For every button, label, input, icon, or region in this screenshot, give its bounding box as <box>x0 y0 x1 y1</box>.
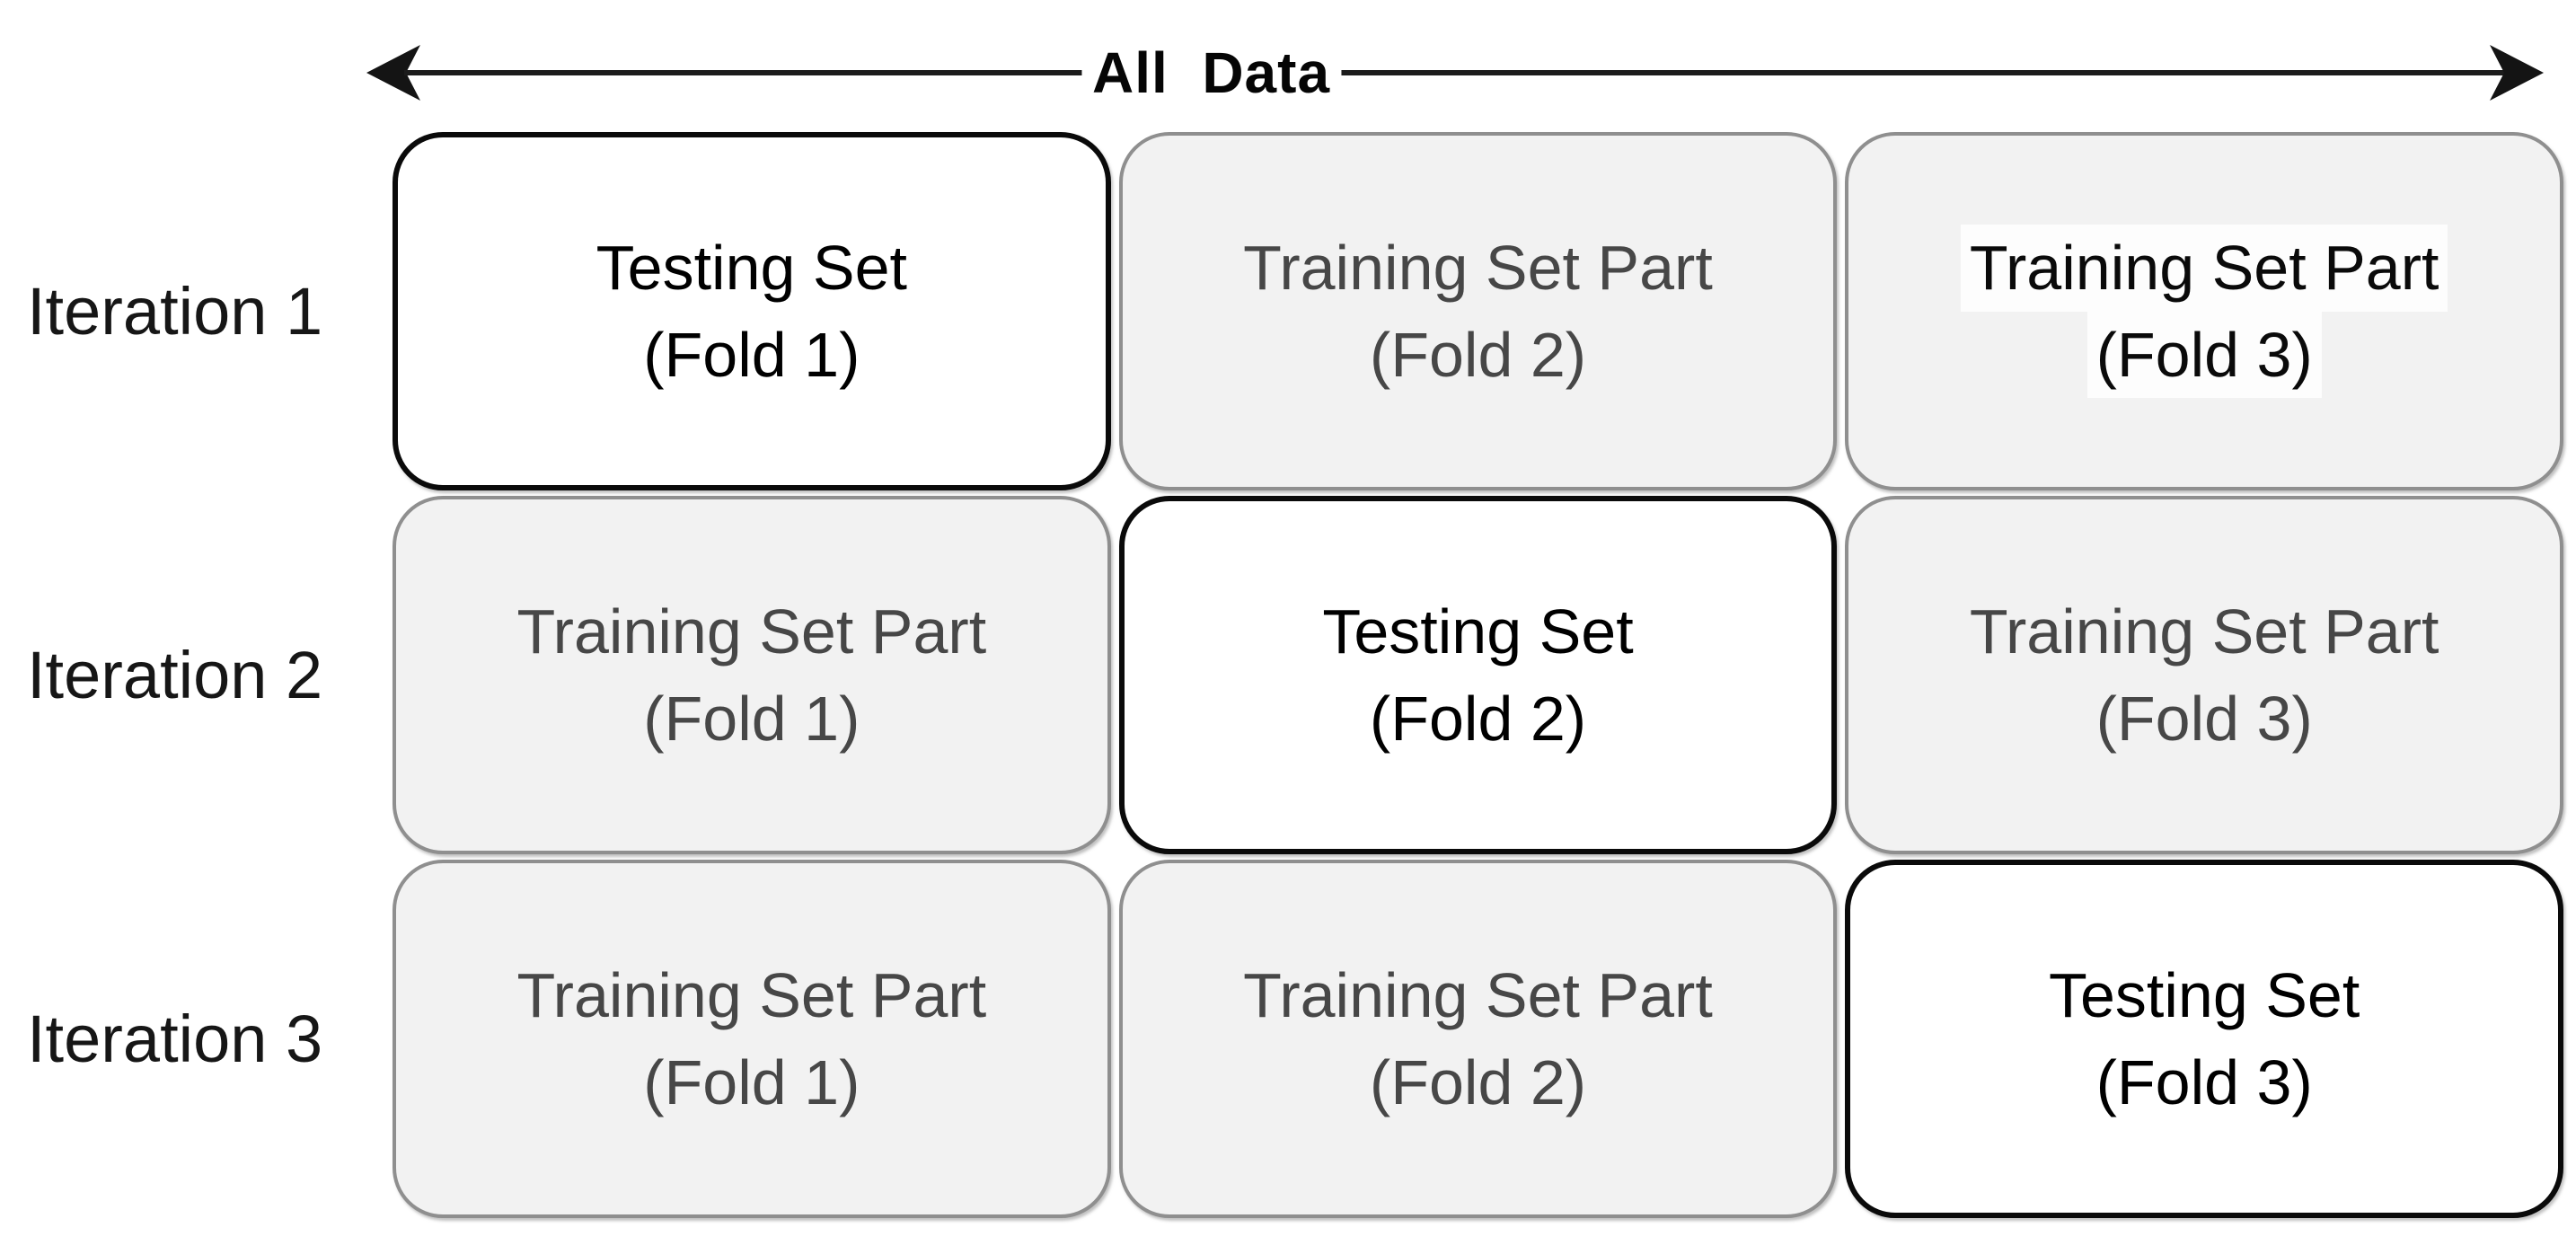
cell-text-line2: (Fold 2) <box>1369 1046 1587 1117</box>
cell-iter2-fold1-training: Training Set Part (Fold 1) <box>393 496 1111 854</box>
cell-iter2-fold3-training: Training Set Part (Fold 3) <box>1845 496 2563 854</box>
fold-grid: Iteration 1 Testing Set (Fold 1) Trainin… <box>0 132 2563 1218</box>
all-data-label: All Data <box>1081 40 1342 106</box>
arrow-right-icon <box>2490 44 2544 102</box>
cell-text-line2: (Fold 1) <box>643 319 860 390</box>
cell-iter3-fold3-testing: Testing Set (Fold 3) <box>1845 860 2563 1218</box>
cell-text-line1: Training Set Part <box>1243 959 1713 1030</box>
cell-text-line2: (Fold 3) <box>2095 683 2313 754</box>
row-label-iteration-2: Iteration 2 <box>27 638 323 712</box>
all-data-span: All Data <box>366 40 2544 106</box>
cell-text-line1: Training Set Part <box>1960 224 2448 312</box>
arrow-line <box>404 70 2506 75</box>
cell-iter1-fold3-training: Training Set Part (Fold 3) <box>1845 132 2563 490</box>
cell-text-line1: Testing Set <box>595 232 907 303</box>
cell-iter3-fold2-training: Training Set Part (Fold 2) <box>1118 860 1838 1218</box>
cell-iter2-fold2-testing: Testing Set (Fold 2) <box>1118 496 1838 854</box>
cell-text-line2: (Fold 2) <box>1369 683 1587 754</box>
cell-iter3-fold1-training: Training Set Part (Fold 1) <box>393 860 1111 1218</box>
row-label-iteration-3: Iteration 3 <box>27 1002 323 1076</box>
cell-text-line2: (Fold 3) <box>2086 311 2322 399</box>
cell-text-line2: (Fold 1) <box>643 683 860 754</box>
cell-text-line2: (Fold 3) <box>2095 1046 2313 1117</box>
row-label-iteration-1: Iteration 1 <box>27 274 323 349</box>
cell-iter1-fold2-training: Training Set Part (Fold 2) <box>1118 132 1838 490</box>
cell-text-line1: Training Set Part <box>1969 596 2439 667</box>
arrow-left-icon <box>366 44 420 102</box>
cell-text-line2: (Fold 1) <box>643 1046 860 1117</box>
cell-text-line1: Training Set Part <box>516 959 987 1030</box>
cell-text-line2: (Fold 2) <box>1369 319 1587 390</box>
cell-text-line1: Training Set Part <box>516 596 987 667</box>
cell-text-line1: Testing Set <box>1322 596 1634 667</box>
cell-text-line1: Training Set Part <box>1243 232 1713 303</box>
cell-text-line1: Testing Set <box>2049 959 2360 1030</box>
cell-iter1-fold1-testing: Testing Set (Fold 1) <box>393 132 1111 490</box>
